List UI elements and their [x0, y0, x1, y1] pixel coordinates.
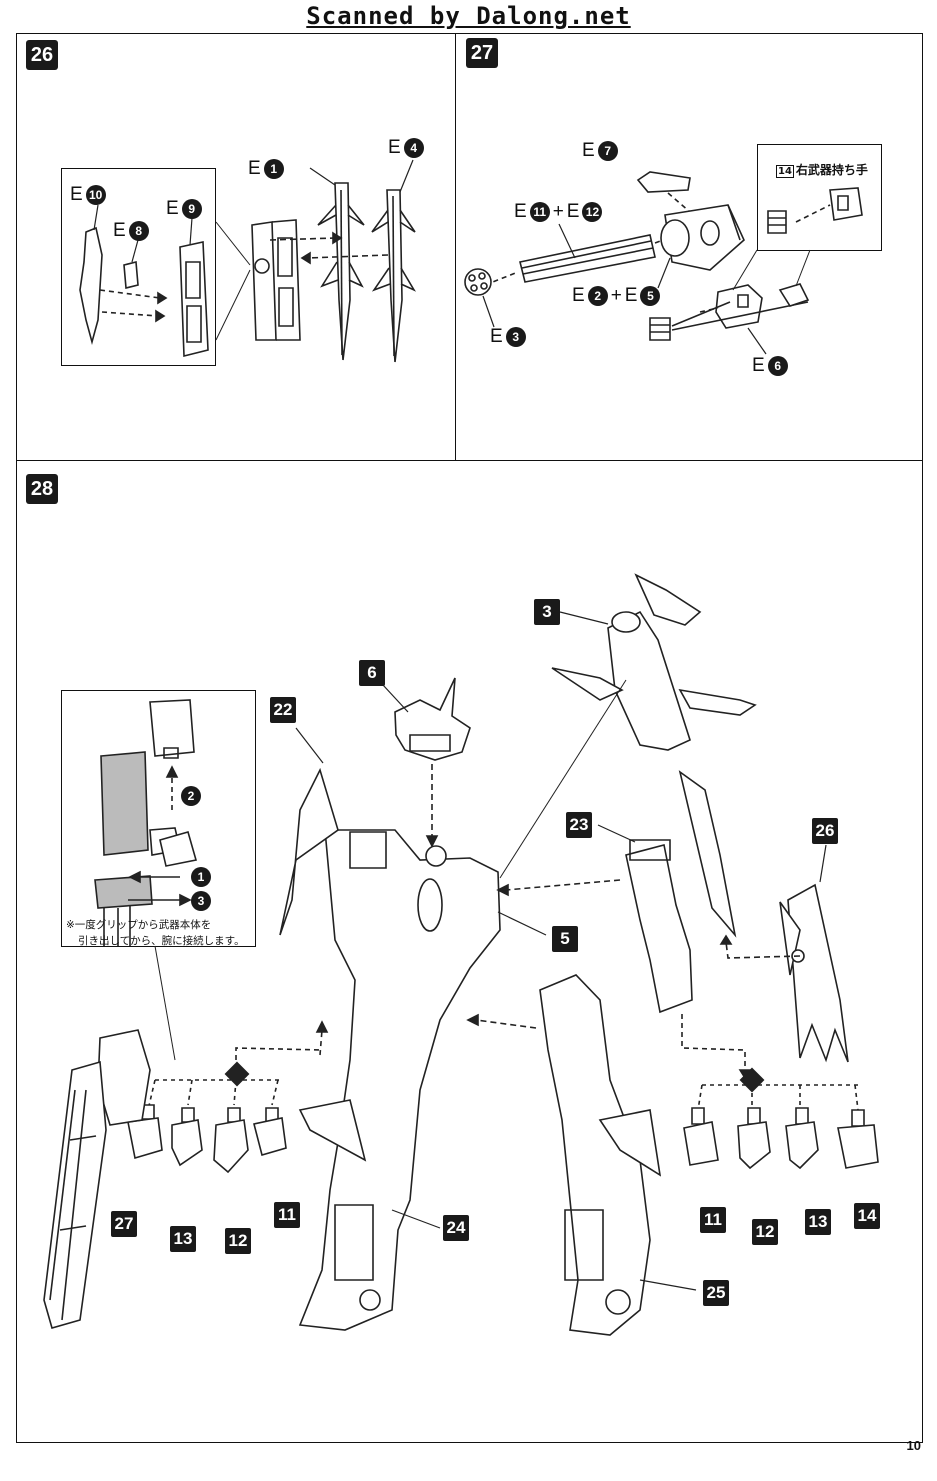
gatling-gun-drawing [44, 1030, 150, 1328]
right-leg-drawing [540, 975, 696, 1335]
step-28-number: 28 [26, 474, 58, 504]
missile-e4-drawing [372, 160, 415, 362]
inset-step-2: 2 [181, 786, 201, 806]
callout-part-26: 26 [812, 818, 838, 844]
grip-inset-drawing [95, 700, 196, 946]
callout-left-hand-12: 12 [225, 1228, 251, 1254]
inset-e9-drawing [180, 218, 208, 356]
left-arm-drawing [598, 772, 735, 1012]
grip-instruction-note: ※一度グリップから武器本体を 引き出してから、腕に接続します。 [66, 917, 245, 949]
hand-joint-drawing [780, 284, 808, 306]
note-line-1: ※一度グリップから武器本体を [66, 919, 212, 931]
hand-block-inset-drawing [768, 211, 786, 233]
callout-part-23: 23 [566, 812, 592, 838]
missile-rail-drawing [252, 220, 300, 340]
callout-right-hand-13: 13 [805, 1209, 831, 1235]
callout-part-22: 22 [270, 697, 296, 723]
step-27-number: 27 [466, 38, 498, 68]
muzzle-e3-drawing [465, 269, 494, 327]
inset-step-1: 1 [191, 867, 211, 887]
callout-left-hand-27: 27 [111, 1211, 137, 1237]
booster-pack-drawing [552, 575, 755, 750]
right-weapon-hand-inset-drawing [830, 188, 862, 220]
robot-body-drawing [280, 728, 546, 1330]
inset-e8-drawing [124, 240, 138, 288]
callout-part-24: 24 [443, 1215, 469, 1241]
callout-left-hand-11: 11 [274, 1202, 300, 1228]
grip-block-drawing [650, 318, 670, 340]
callout-part-5: 5 [552, 926, 578, 952]
step-27-hand-inset-box [757, 144, 882, 251]
callout-right-hand-11: 11 [700, 1207, 726, 1233]
callout-part-25: 25 [703, 1280, 729, 1306]
callout-right-hand-12: 12 [752, 1219, 778, 1245]
callout-right-hand-14: 14 [854, 1203, 880, 1229]
callout-part-3: 3 [534, 599, 560, 625]
step-28-grip-inset-box [61, 690, 256, 947]
hand-choice-marker-left [226, 1063, 249, 1086]
hand-choice-marker-right [741, 1069, 764, 1092]
grip-e6-drawing [716, 285, 766, 354]
gatling-barrel-drawing [520, 224, 655, 282]
page-number: 10 [906, 1438, 921, 1453]
callout-left-hand-13: 13 [170, 1226, 196, 1252]
missile-pod-assembly-drawing [780, 845, 848, 1062]
scan-credit-header: Scanned by Dalong.net [306, 2, 631, 30]
step-26-inset-box [61, 168, 216, 366]
inset-step-3: 3 [191, 891, 211, 911]
note-line-2: 引き出してから、腕に接続します。 [78, 935, 245, 947]
head-unit-drawing [383, 678, 470, 760]
left-hands-drawing [128, 1105, 286, 1172]
callout-part-6: 6 [359, 660, 385, 686]
step-26-number: 26 [26, 40, 58, 70]
right-hands-drawing [684, 1108, 878, 1168]
inset-e10-drawing [80, 205, 102, 342]
missile-e1-drawing [310, 168, 364, 360]
part-e7-drawing [638, 172, 690, 192]
drum-housing-drawing [658, 205, 744, 288]
step-28-panel [16, 460, 923, 1443]
